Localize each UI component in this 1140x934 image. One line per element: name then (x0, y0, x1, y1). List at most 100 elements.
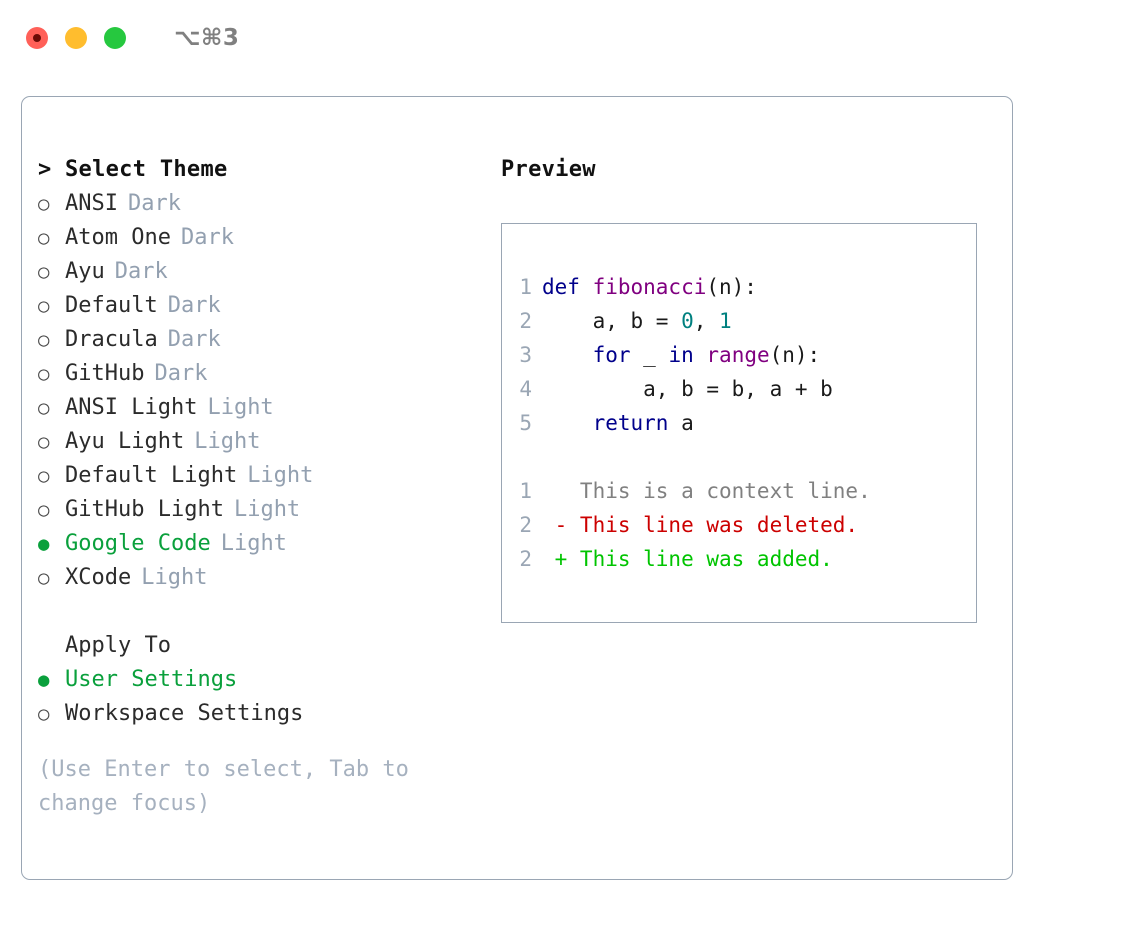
theme-option-row[interactable]: ○ Ayu Dark (38, 255, 488, 289)
apply-to-header: Apply To (38, 629, 488, 663)
theme-option-row[interactable]: ○ XCode Light (38, 561, 488, 595)
radio-unselected-icon[interactable]: ○ (38, 261, 50, 283)
radio-unselected-icon[interactable]: ○ (38, 499, 50, 521)
code-line-content: a, b = 0, 1 (542, 304, 732, 338)
theme-name: Dracula (65, 327, 158, 352)
theme-kind-badge: Dark (127, 191, 181, 216)
code-line-content: + This line was added. (542, 542, 833, 576)
code-token: for (592, 343, 631, 367)
theme-option-row[interactable]: ● Google Code Light (38, 527, 488, 561)
code-line: 5 return a (514, 406, 976, 440)
code-token: a (668, 411, 694, 435)
theme-name: Ayu Light (65, 429, 185, 454)
theme-name: XCode (65, 565, 132, 590)
theme-name: GitHub (65, 361, 145, 386)
radio-unselected-icon[interactable]: ○ (38, 363, 50, 385)
minimize-button[interactable] (65, 27, 87, 49)
theme-name: Google Code (65, 531, 211, 556)
theme-kind-badge: Dark (114, 259, 168, 284)
theme-option-row[interactable]: ○ Dracula Dark (38, 323, 488, 357)
radio-unselected-icon[interactable]: ○ (38, 431, 50, 453)
zoom-button[interactable] (104, 27, 126, 49)
radio-unselected-icon[interactable]: ○ (38, 295, 50, 317)
code-token (694, 343, 707, 367)
radio-unselected-icon[interactable]: ○ (38, 193, 50, 215)
theme-kind-badge: Light (207, 395, 274, 420)
code-token: (n): (706, 275, 757, 299)
code-token: _ (630, 343, 669, 367)
code-token (542, 411, 593, 435)
code-line-content: for _ in range(n): (542, 338, 821, 372)
code-token: fibonacci (592, 275, 707, 299)
diff-line: 1 This is a context line. (514, 474, 976, 508)
code-token: a, b = (542, 309, 682, 333)
window-titlebar: ⌥⌘3 (0, 0, 1140, 76)
line-number: 3 (519, 343, 532, 367)
radio-selected-icon[interactable]: ● (38, 669, 50, 691)
code-token: 1 (719, 309, 732, 333)
apply-to-option-row[interactable]: ● User Settings (38, 663, 488, 697)
code-token: (n): (769, 343, 821, 367)
keyboard-shortcut-label: ⌥⌘3 (174, 25, 240, 51)
section-spacer (38, 595, 488, 629)
theme-option-row[interactable]: ○ Default Light Light (38, 459, 488, 493)
theme-kind-badge: Dark (167, 327, 221, 352)
theme-name: ANSI Light (65, 395, 198, 420)
code-token: - This line was deleted. (542, 513, 859, 537)
code-token: 0 (681, 309, 694, 333)
radio-selected-icon[interactable]: ● (38, 533, 50, 555)
radio-unselected-icon[interactable]: ○ (38, 465, 50, 487)
code-token: + This line was added. (542, 547, 833, 571)
line-number: 5 (519, 411, 532, 435)
theme-name: Default Light (65, 463, 238, 488)
radio-unselected-icon[interactable]: ○ (38, 703, 50, 725)
apply-to-label: Apply To (65, 633, 171, 658)
theme-name: Atom One (65, 225, 171, 250)
select-theme-header: > Select Theme (38, 153, 488, 187)
theme-name: GitHub Light (65, 497, 224, 522)
code-line-content: def fibonacci(n): (542, 270, 757, 304)
diff-line: 2 - This line was deleted. (514, 508, 976, 542)
line-number: 1 (519, 479, 532, 503)
apply-to-option-label: Workspace Settings (65, 701, 304, 726)
theme-kind-badge: Light (247, 463, 314, 488)
code-line: 3 for _ in range(n): (514, 338, 976, 372)
select-theme-label: Select Theme (65, 157, 228, 182)
radio-unselected-icon[interactable]: ○ (38, 329, 50, 351)
caret-icon: > (38, 157, 52, 182)
theme-option-row[interactable]: ○ ANSI Light Light (38, 391, 488, 425)
radio-unselected-icon[interactable]: ○ (38, 397, 50, 419)
code-line-content: - This line was deleted. (542, 508, 858, 542)
apply-to-option-row[interactable]: ○ Workspace Settings (38, 697, 488, 731)
radio-unselected-icon[interactable]: ○ (38, 567, 50, 589)
code-token: This is a context line. (542, 479, 871, 503)
code-line: 2 a, b = 0, 1 (514, 304, 976, 338)
theme-kind-badge: Dark (167, 293, 221, 318)
diff-line: 2 + This line was added. (514, 542, 976, 576)
theme-kind-badge: Light (220, 531, 287, 556)
code-token: def (542, 275, 593, 299)
radio-unselected-icon[interactable]: ○ (38, 227, 50, 249)
theme-name: Ayu (65, 259, 105, 284)
apply-to-option-label: User Settings (65, 667, 238, 692)
code-token: return (592, 411, 669, 435)
theme-option-row[interactable]: ○ Atom One Dark (38, 221, 488, 255)
theme-kind-badge: Light (141, 565, 208, 590)
code-token: , (693, 309, 720, 333)
preview-title: Preview (501, 157, 596, 182)
apply-to-options-list: ● User Settings ○ Workspace Settings (38, 663, 488, 731)
line-number: 2 (519, 309, 532, 333)
line-number: 2 (519, 513, 532, 537)
close-button[interactable] (26, 27, 48, 49)
theme-kind-badge: Dark (180, 225, 234, 250)
line-number: 1 (519, 275, 532, 299)
